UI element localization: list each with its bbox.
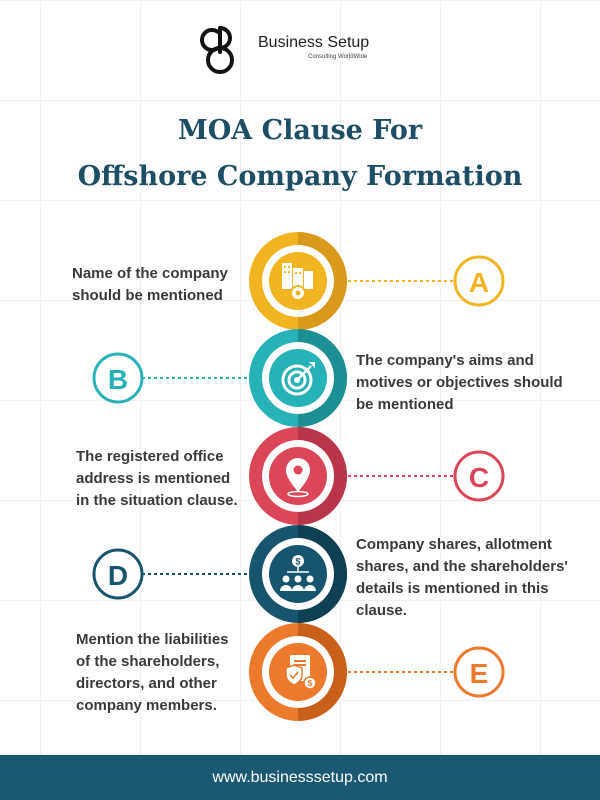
item-b-description: The company's aims and motives or object… (356, 352, 563, 413)
document-shield-icon: $ (285, 655, 317, 690)
letter-d: D (108, 560, 128, 591)
brand-mark-icon (200, 26, 234, 74)
letter-b: B (108, 364, 128, 395)
letter-a: A (469, 267, 489, 298)
footer-url-link[interactable]: www.businesssetup.com (212, 769, 388, 786)
brand-logo: Business Setup Consulting WorldWide (198, 22, 398, 78)
item-d-description: Company shares, allotment shares, and th… (356, 536, 568, 619)
step-b: B (92, 329, 347, 427)
item-e-description: Mention the liabilities of the sharehold… (76, 631, 229, 714)
step-c: C (249, 427, 505, 525)
letter-c: C (469, 462, 489, 493)
title-line-1: MOA Clause For (177, 115, 423, 146)
target-arrow-icon (281, 362, 315, 396)
svg-text:$: $ (308, 679, 313, 688)
location-pin-icon (286, 458, 310, 498)
shareholders-icon: $ (280, 555, 316, 591)
steps-illustration: A B C (92, 232, 505, 721)
step-d: $ D (92, 525, 347, 623)
step-a: A (249, 232, 505, 330)
item-a-description: Name of the company should be mentioned (72, 265, 228, 304)
page-title: MOA Clause For Offshore Company Formatio… (0, 108, 600, 200)
svg-text:$: $ (295, 557, 300, 567)
brand-tagline: Consulting WorldWide (308, 54, 368, 60)
brand-name: Business Setup (258, 34, 370, 51)
buildings-gear-icon (282, 263, 313, 301)
footer-bar: www.businesssetup.com (0, 755, 600, 800)
item-c-description: The registered office address is mention… (76, 448, 238, 509)
step-e: $ E (249, 623, 505, 721)
title-line-2: Offshore Company Formation (77, 161, 523, 192)
letter-e: E (470, 658, 489, 689)
